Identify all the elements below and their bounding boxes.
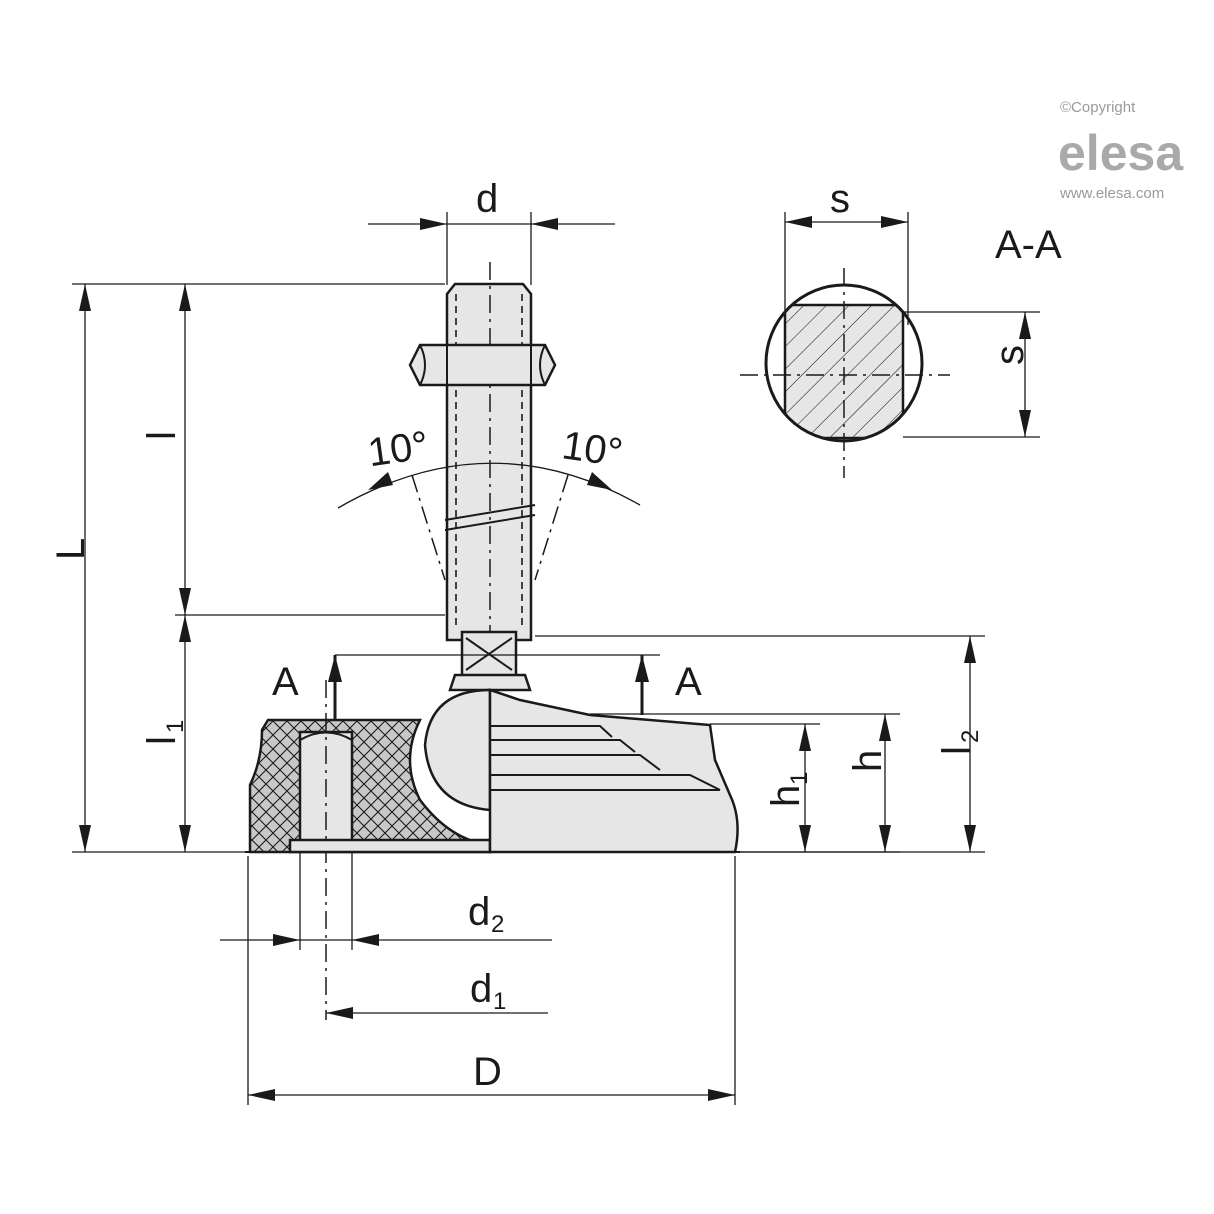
dim-D: D <box>473 1050 502 1094</box>
svg-text:h: h <box>764 785 808 807</box>
svg-text:l: l <box>935 746 979 755</box>
section-a-a-view: A-A s s <box>740 177 1062 478</box>
section-marker-left: A <box>272 660 299 704</box>
dim-d1: d 1 <box>470 967 506 1015</box>
dim-s-side: s <box>988 345 1032 365</box>
svg-text:d: d <box>470 967 492 1011</box>
ball-joint <box>423 688 492 812</box>
dim-d2: d 2 <box>468 890 504 938</box>
main-view: d 10° 10° <box>49 177 985 1105</box>
svg-text:1: 1 <box>162 720 189 733</box>
svg-text:2: 2 <box>491 911 504 938</box>
svg-text:d: d <box>468 890 490 934</box>
svg-text:1: 1 <box>786 772 813 785</box>
svg-text:2: 2 <box>957 730 984 743</box>
angle-left: 10° <box>365 423 431 475</box>
angle-right: 10° <box>559 423 625 475</box>
svg-text:1: 1 <box>493 988 506 1015</box>
dim-s-top: s <box>830 177 850 221</box>
brand-name: elesa <box>1058 125 1184 181</box>
section-title: A-A <box>995 223 1062 267</box>
dim-l1: l 1 <box>140 720 189 745</box>
svg-text:l: l <box>140 736 184 745</box>
dim-h: h <box>846 750 890 772</box>
brand-url: www.elesa.com <box>1059 185 1164 202</box>
brand-logo: ©Copyright elesa www.elesa.com <box>1058 99 1184 202</box>
dim-l2: l 2 <box>935 730 984 755</box>
dim-l: l <box>140 431 184 440</box>
threaded-stem <box>445 282 533 642</box>
base-exterior <box>488 688 739 854</box>
dim-d: d <box>476 177 498 221</box>
hex-nut <box>408 343 557 387</box>
dim-h1: h 1 <box>764 772 813 807</box>
dim-L: L <box>49 538 93 560</box>
copyright-text: ©Copyright <box>1060 99 1136 116</box>
section-marker-right: A <box>675 660 702 704</box>
